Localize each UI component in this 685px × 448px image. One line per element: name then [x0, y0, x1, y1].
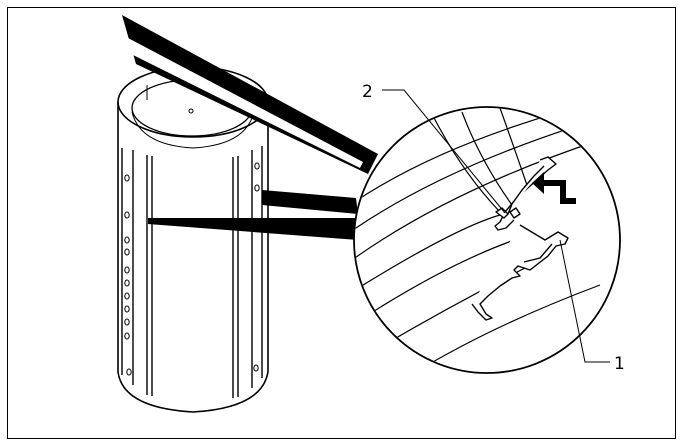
callout-1: 1	[559, 239, 625, 374]
rail-holes-left	[124, 174, 132, 376]
projection-wedges	[122, 15, 378, 240]
callout-2-label: 2	[362, 82, 373, 102]
rotate-arrow-icon	[532, 172, 576, 204]
callout-2: 2	[362, 82, 506, 214]
detail-magnifier	[353, 106, 621, 374]
insulation-cylinder	[117, 66, 269, 413]
callout-1-label: 1	[614, 354, 625, 374]
rail-holes-right	[253, 162, 260, 372]
